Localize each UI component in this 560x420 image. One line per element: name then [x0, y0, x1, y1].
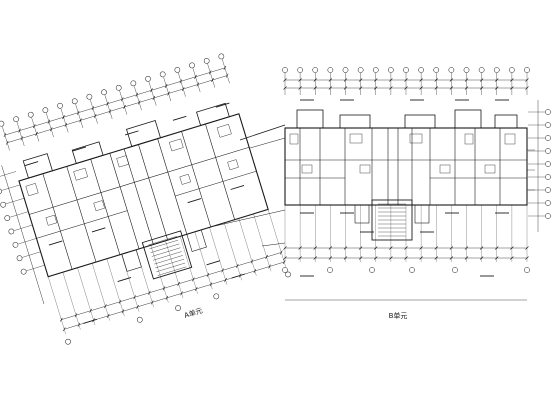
unit-connector [214, 124, 286, 247]
unit-b-geometry [282, 67, 551, 301]
unit-a-plan [0, 53, 291, 345]
unit-a-geometry [0, 53, 291, 345]
unit-a-label: A单元 [183, 306, 204, 320]
unit-b-label: B单元 [389, 311, 408, 320]
unit-b-plan [282, 67, 551, 301]
